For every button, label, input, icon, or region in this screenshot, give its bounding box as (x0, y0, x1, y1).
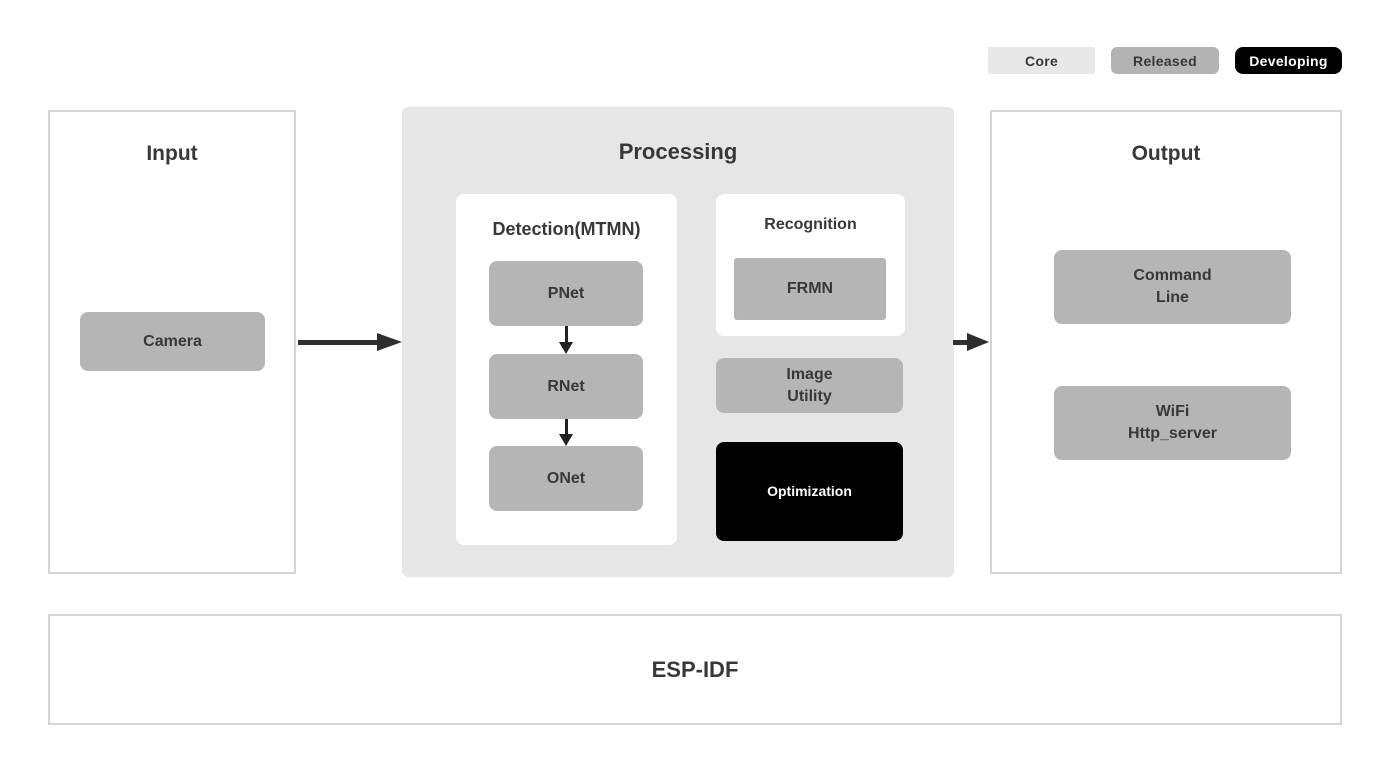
arrow-rnet-to-onet (559, 419, 573, 446)
legend-item-core: Core (988, 47, 1095, 74)
command-line-block: Command Line (1054, 250, 1291, 324)
image-utility-block: Image Utility (716, 358, 903, 413)
arrowhead-down-icon (559, 342, 573, 354)
camera-block: Camera (80, 312, 265, 371)
esp-idf-panel: ESP-IDF (48, 614, 1342, 725)
output-panel: Output Command Line WiFi Http_server (990, 110, 1342, 574)
pnet-block: PNet (489, 261, 643, 326)
arrow-processing-to-output (953, 333, 990, 351)
arrow-shaft (298, 339, 378, 345)
processing-panel-title: Processing (618, 139, 738, 164)
recognition-group-title: Recognition (764, 216, 857, 233)
output-panel-title: Output (1131, 142, 1201, 165)
recognition-group: Recognition FRMN (716, 194, 905, 336)
legend-item-released: Released (1111, 47, 1219, 74)
arrowhead-right-icon (377, 333, 402, 351)
esp-idf-title: ESP-IDF (651, 656, 739, 682)
input-panel-title: Input (146, 142, 198, 165)
legend-item-developing: Developing (1235, 47, 1342, 74)
arrow-input-to-processing (298, 333, 402, 351)
arrow-shaft (953, 339, 969, 345)
processing-panel: Processing Detection(MTMN) PNet RNet ONe… (402, 107, 954, 577)
arrow-shaft (564, 419, 568, 435)
rnet-block: RNet (489, 354, 643, 419)
optimization-block: Optimization (716, 442, 903, 541)
onet-block: ONet (489, 446, 643, 511)
detection-group: Detection(MTMN) PNet RNet ONet (456, 194, 677, 545)
wifi-http-server-block: WiFi Http_server (1054, 386, 1291, 460)
input-panel: Input Camera (48, 110, 296, 574)
arrow-shaft (564, 326, 568, 343)
arrowhead-down-icon (559, 434, 573, 446)
arrow-pnet-to-rnet (559, 326, 573, 354)
arrowhead-right-icon (967, 333, 989, 351)
frmn-block: FRMN (734, 258, 886, 320)
detection-group-title: Detection(MTMN) (492, 219, 641, 239)
